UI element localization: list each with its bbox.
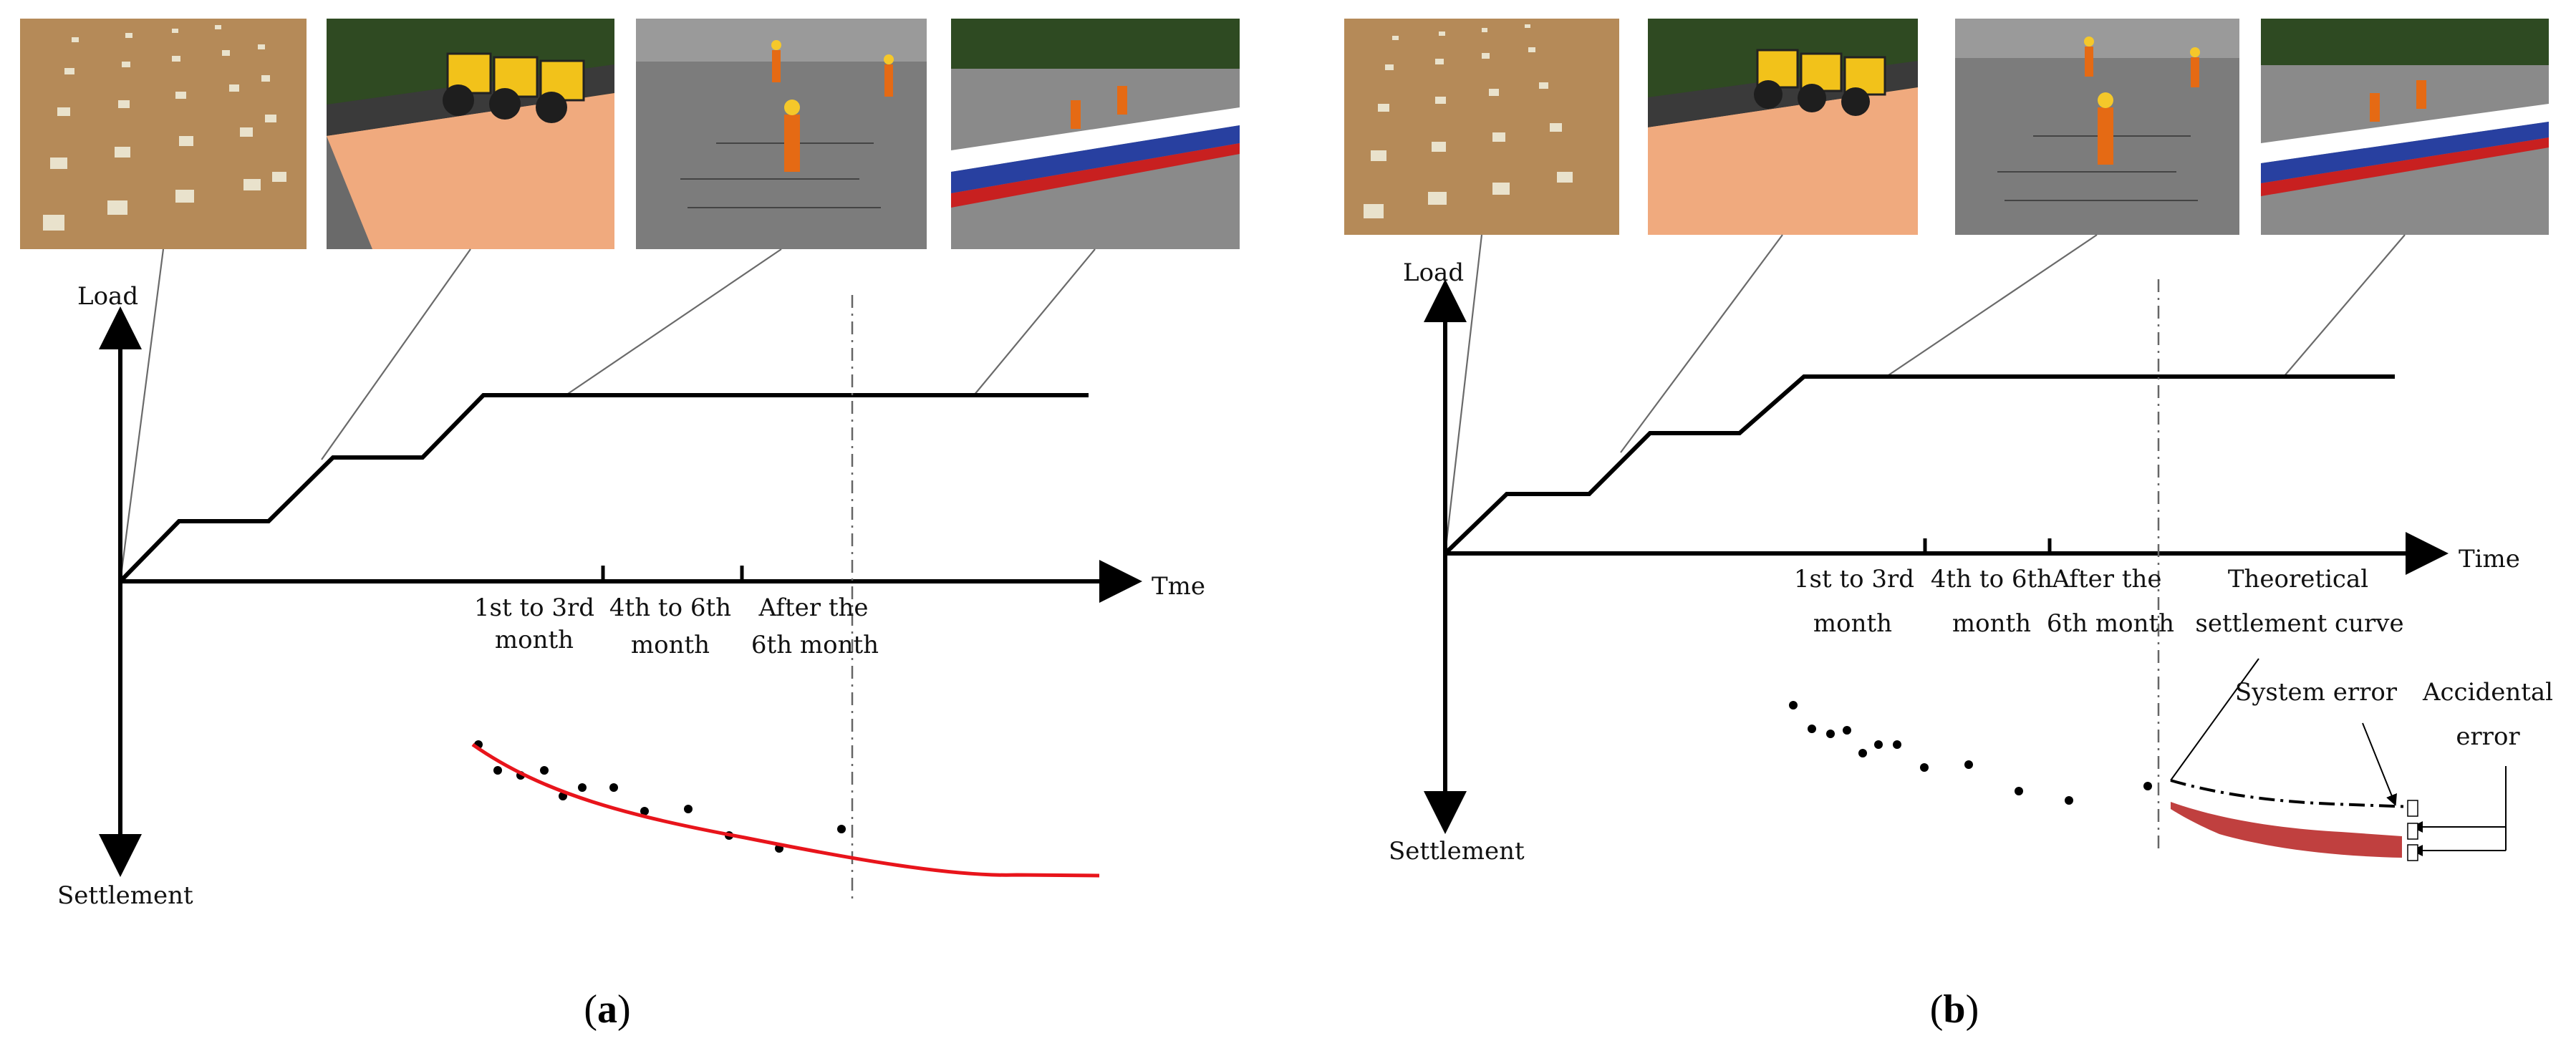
guide-lines bbox=[1444, 234, 2406, 554]
panel-a-caption: (a) bbox=[584, 987, 630, 1032]
axis-x-label: Tme bbox=[1152, 572, 1205, 601]
measured-point bbox=[1920, 763, 1929, 772]
measured-point bbox=[640, 807, 649, 815]
measured-point bbox=[1789, 701, 1798, 709]
fitted-settlement-curve bbox=[471, 742, 1100, 878]
period-1-label-line1: 1st to 3rd bbox=[1794, 565, 1914, 594]
period-3-label-line1: After the bbox=[758, 594, 868, 622]
measured-point bbox=[1826, 730, 1835, 738]
thumbnail-ground-grid bbox=[1344, 19, 1619, 235]
annotation-pointers bbox=[2170, 658, 2507, 856]
axis-y-bottom-label: Settlement bbox=[1389, 837, 1525, 866]
theoretical-curve-label-line2: settlement curve bbox=[2195, 609, 2403, 638]
thumbnail-compaction-rollers bbox=[327, 19, 614, 249]
axes bbox=[99, 306, 1142, 877]
period-1-label-line1: 1st to 3rd bbox=[474, 594, 594, 622]
measured-point bbox=[1964, 760, 1973, 769]
period-3-label-line2: 6th month bbox=[751, 631, 879, 659]
measured-point bbox=[609, 783, 618, 792]
x-ticks bbox=[1923, 538, 2052, 553]
thumbnail-bridge-railing bbox=[951, 19, 1240, 249]
axis-y-top-label: Load bbox=[1403, 258, 1464, 287]
thumbnail-workers-surveying bbox=[1955, 19, 2239, 235]
measured-point bbox=[1893, 740, 1901, 749]
thumbnail-workers-surveying bbox=[636, 19, 927, 249]
theoretical-settlement-curve bbox=[2170, 779, 2413, 808]
error-brackets bbox=[2407, 800, 2418, 861]
thumbnail-ground-grid bbox=[20, 19, 307, 249]
period-1-label-line2: month bbox=[1813, 609, 1892, 638]
panel-b-diagram: Load Settlement Time 1st to 3rd month 4t… bbox=[1344, 19, 2553, 1032]
load-curve bbox=[118, 393, 1089, 583]
period-2-label-line2: month bbox=[1952, 609, 2031, 638]
accidental-error-label-line2: error bbox=[2456, 722, 2520, 751]
thumbnail-compaction-rollers bbox=[1648, 19, 1918, 235]
thumbnail-bridge-railing bbox=[2261, 19, 2549, 235]
measured-point bbox=[1808, 725, 1816, 733]
guide-lines bbox=[119, 248, 1096, 582]
accidental-error-label-line1: Accidental bbox=[2422, 678, 2553, 707]
measured-point bbox=[684, 805, 693, 813]
system-error-label: System error bbox=[2235, 678, 2398, 707]
panel-a: Load Settlement Tme 1st to 3rd month 4th… bbox=[20, 19, 1240, 1032]
period-3-label-line2: 6th month bbox=[2047, 609, 2174, 638]
x-ticks bbox=[601, 566, 744, 581]
axes bbox=[1424, 279, 2449, 834]
error-band bbox=[2171, 802, 2402, 858]
period-2-label-line1: 4th to 6th bbox=[1931, 565, 2052, 594]
measured-point bbox=[540, 766, 549, 775]
axis-y-top-label: Load bbox=[77, 282, 138, 311]
measured-point bbox=[2065, 796, 2073, 805]
measured-point bbox=[2143, 782, 2152, 790]
period-2-label-line2: month bbox=[631, 631, 710, 659]
theoretical-curve-label-line1: Theoretical bbox=[2228, 565, 2368, 594]
measured-point bbox=[493, 766, 502, 775]
load-curve bbox=[1443, 374, 2395, 556]
axis-x-label: Time bbox=[2459, 545, 2520, 573]
panel-b: Load Settlement Time 1st to 3rd month 4t… bbox=[1288, 0, 2576, 1051]
measured-point bbox=[578, 783, 587, 792]
measured-points bbox=[1789, 701, 2152, 805]
measured-point bbox=[837, 825, 846, 833]
measured-point bbox=[2015, 787, 2023, 795]
period-1-label-line2: month bbox=[495, 626, 574, 654]
axis-y-bottom-label: Settlement bbox=[57, 881, 193, 910]
measured-point bbox=[1858, 749, 1867, 757]
period-3-label-line1: After the bbox=[2051, 565, 2161, 594]
measured-point bbox=[1843, 726, 1851, 735]
period-2-label-line1: 4th to 6th bbox=[609, 594, 731, 622]
panel-b-caption: (b) bbox=[1930, 987, 1979, 1032]
measured-points bbox=[474, 740, 846, 853]
panel-a-diagram: Load Settlement Tme 1st to 3rd month 4th… bbox=[20, 19, 1240, 1032]
measured-point bbox=[1874, 740, 1883, 749]
